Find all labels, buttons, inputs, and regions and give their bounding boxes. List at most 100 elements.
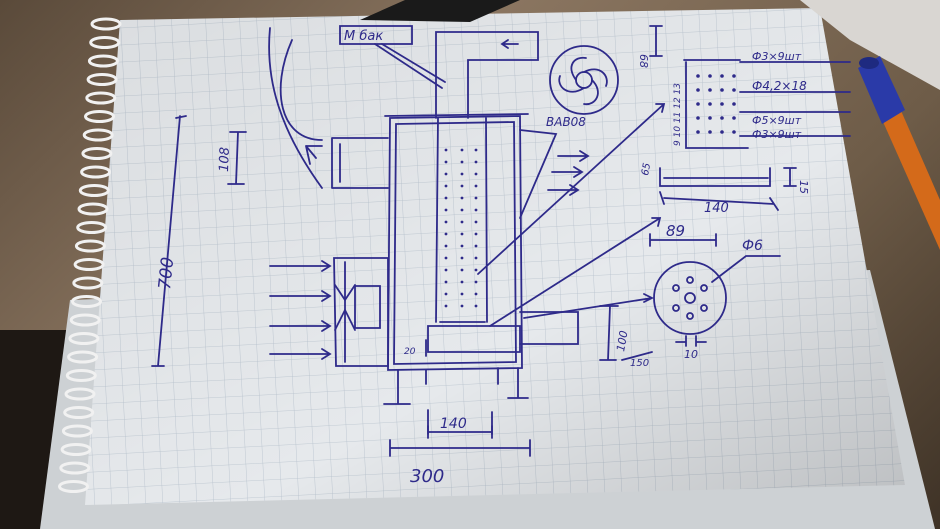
tube-hole: [460, 304, 464, 308]
hole-dot: [732, 74, 736, 78]
sketch-labels: М бак ВАВ08 700 108 140 300 140 15 65 89…: [155, 29, 810, 487]
tube-hole: [474, 196, 478, 200]
hole-dot: [720, 130, 724, 134]
hole-dots: [696, 74, 736, 134]
label-dim-plate-height: 100: [614, 330, 630, 353]
tube-hole: [474, 148, 478, 152]
spiral-binding: [58, 17, 122, 493]
tube-hole: [444, 232, 448, 236]
label-dim-base-outer: 300: [410, 466, 444, 487]
pen: [858, 56, 940, 250]
hole-dot: [708, 88, 712, 92]
tube-hole: [444, 172, 448, 176]
spiral-ring: [63, 406, 95, 419]
spiral-ring: [67, 350, 99, 364]
hole-dot: [732, 116, 736, 120]
spiral-ring: [81, 147, 113, 160]
tube-hole: [460, 268, 464, 272]
hole-dot: [732, 88, 736, 92]
hole-dot: [708, 116, 712, 120]
tube-hole: [444, 256, 448, 260]
spiral-ring: [72, 276, 104, 290]
tube-hole: [460, 196, 464, 200]
tube-hole: [444, 220, 448, 224]
tube-hole: [460, 256, 464, 260]
tube-hole: [444, 280, 448, 284]
label-dim-outlet: 108: [217, 147, 233, 172]
spiral-ring: [86, 73, 118, 86]
spiral-ring: [87, 54, 119, 68]
spiral-ring: [60, 443, 92, 456]
tube-hole: [474, 172, 478, 176]
tube-hole: [444, 196, 448, 200]
stove-drawing: [151, 25, 851, 457]
spiral-ring: [85, 91, 117, 105]
tube-hole: [460, 172, 464, 176]
tube-hole: [460, 232, 464, 236]
spiral-ring: [78, 184, 110, 197]
tube-hole: [444, 208, 448, 212]
tube-hole: [444, 184, 448, 188]
label-dim-plate-small: 10: [684, 348, 698, 361]
hole-dot: [720, 88, 724, 92]
tube-hole: [474, 208, 478, 212]
spiral-ring: [90, 17, 122, 31]
tube-hole: [460, 292, 464, 296]
tube-hole: [474, 292, 478, 296]
hole-dot: [696, 74, 700, 78]
label-holes-3: Ф5×9шт: [752, 114, 802, 127]
spiral-ring: [84, 110, 115, 123]
spiral-ring: [61, 424, 93, 438]
label-dim-fin-length: 140: [704, 201, 729, 216]
tube-hole: [460, 220, 464, 224]
hole-dot: [720, 116, 724, 120]
tube-hole: [474, 304, 478, 308]
paper-corner: [800, 0, 940, 90]
spiral-ring: [74, 239, 106, 253]
hole-dot: [696, 130, 700, 134]
spiral-ring: [64, 387, 96, 401]
tube-hole: [460, 148, 464, 152]
tube-hole: [474, 232, 478, 236]
tube-hole: [460, 280, 464, 284]
spiral-ring: [73, 258, 105, 271]
tube-hole: [474, 268, 478, 272]
tube-hole: [474, 244, 478, 248]
hole-dot: [696, 88, 700, 92]
tube-holes: [444, 148, 478, 308]
tube-hole: [444, 304, 448, 308]
hole-dot: [720, 74, 724, 78]
tube-hole: [444, 292, 448, 296]
label-dim-tube-top: 68: [637, 54, 650, 68]
hole-dot: [708, 74, 712, 78]
tube-hole: [460, 208, 464, 212]
label-dim-fin-side: 15: [797, 180, 810, 194]
hole-dot: [720, 102, 724, 106]
spiral-ring: [69, 313, 101, 327]
tube-hole: [460, 160, 464, 164]
tube-hole: [444, 148, 448, 152]
tube-hole: [444, 268, 448, 272]
label-dim-height: 700: [155, 256, 178, 290]
tube-hole: [474, 184, 478, 188]
tube-hole: [474, 160, 478, 164]
spiral-ring: [76, 221, 108, 234]
tube-hole: [444, 160, 448, 164]
hole-dot: [732, 102, 736, 106]
label-dim-plate-hole: Ф6: [742, 238, 763, 254]
hole-dot: [696, 116, 700, 120]
tube-hole: [460, 184, 464, 188]
label-dim-base-inner: 140: [440, 416, 467, 432]
hole-dot: [696, 102, 700, 106]
hole-dot: [708, 130, 712, 134]
tube-hole: [444, 244, 448, 248]
label-holes-col: 9 10 11 12 13: [673, 83, 683, 146]
hole-dot: [732, 130, 736, 134]
label-dim-ash: 20: [404, 347, 416, 357]
spiral-ring: [58, 480, 89, 493]
label-tank: М бак: [344, 29, 383, 44]
spiral-ring: [89, 36, 121, 49]
tube-hole: [474, 280, 478, 284]
